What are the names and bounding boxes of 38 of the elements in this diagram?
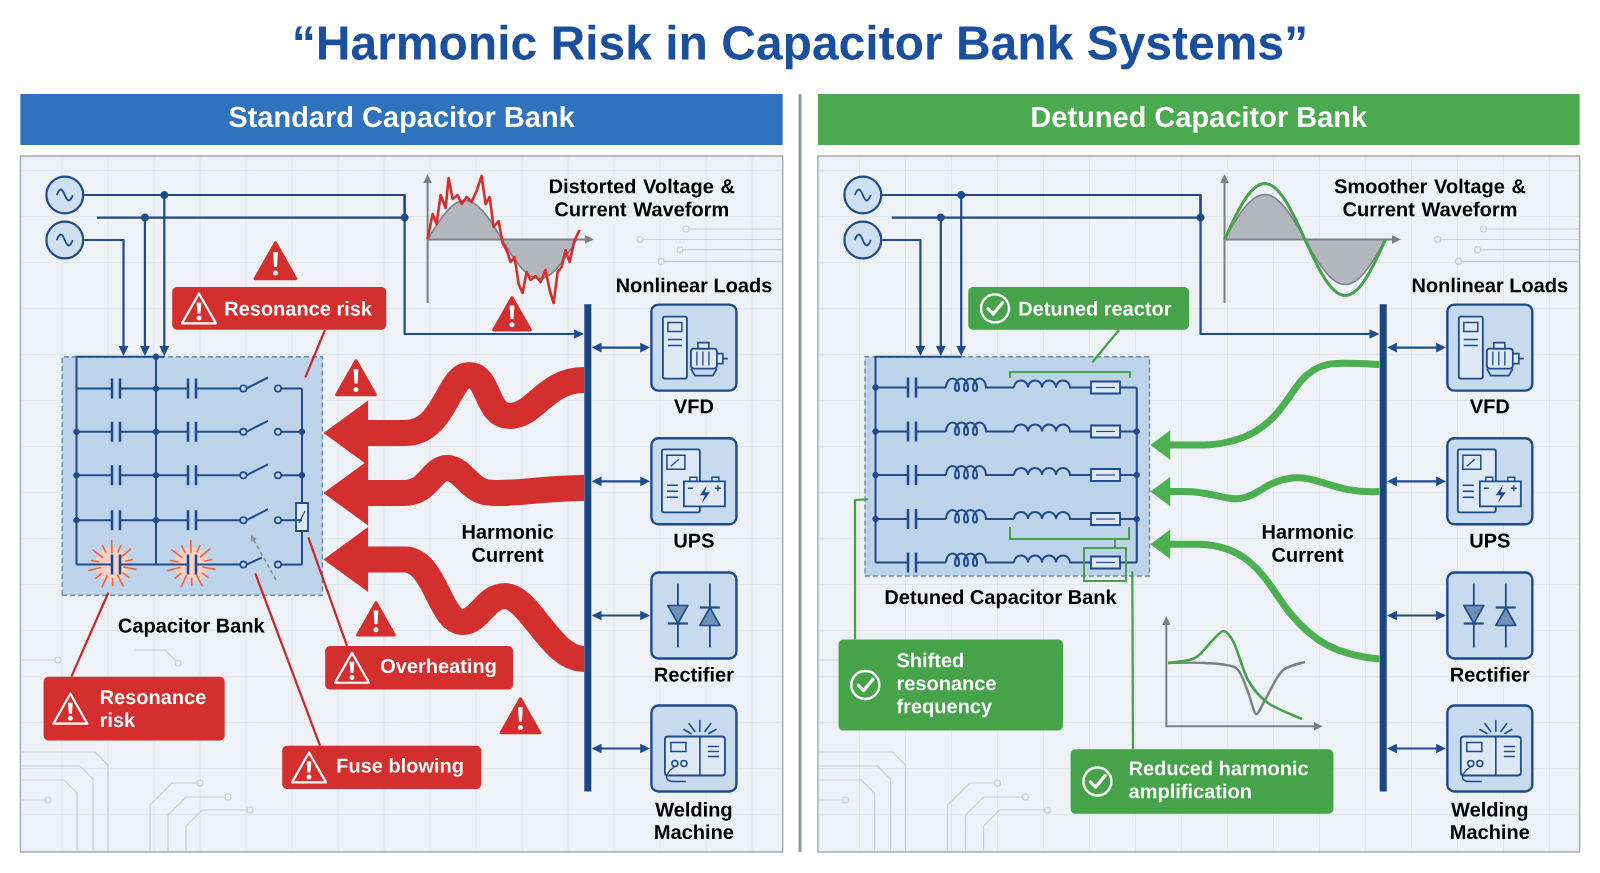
device-label: VFD — [674, 399, 714, 414]
callout-box: Resonance risk — [43, 676, 225, 741]
title: “Harmonic Risk in Capacitor Bank Systems” — [295, 24, 1305, 70]
callout-box: Shifted resonance frequency — [838, 639, 1063, 731]
device-label: VFD — [1469, 399, 1509, 414]
callout-box: Fuse blowing — [282, 745, 482, 790]
bank-label: Detuned Capacitor Bank — [885, 589, 1117, 609]
leader-line — [1091, 329, 1120, 363]
device-label: Rectifier — [655, 666, 734, 682]
device-label: UPS — [674, 533, 714, 548]
device-label: UPS — [1470, 533, 1510, 548]
ac-source-symbol — [45, 175, 85, 215]
ac-source-symbol — [843, 175, 883, 215]
section-label: Nonlinear Loads — [1412, 277, 1568, 293]
arrow-label: Harmonic Current — [462, 524, 554, 562]
bank-label: Capacitor Bank — [118, 618, 265, 637]
plot-caption: Distorted Voltage & Current Waveform — [550, 178, 735, 217]
leader-line — [70, 592, 110, 678]
busbar — [1379, 304, 1387, 792]
callout-box: Detuned reactor — [968, 287, 1189, 330]
header-band: Standard Capacitor Bank — [20, 93, 783, 145]
ac-source-symbol — [843, 220, 883, 260]
header-band: Detuned Capacitor Bank — [817, 93, 1580, 145]
leader-line — [304, 329, 327, 378]
callout-box: Resonance risk — [172, 287, 387, 330]
leader-line — [1131, 571, 1135, 750]
device-label: Rectifier — [1451, 666, 1530, 682]
device-label: Welding Machine — [655, 801, 734, 840]
busbar — [584, 304, 592, 792]
section-label: Nonlinear Loads — [617, 277, 772, 293]
leader-line — [307, 536, 349, 647]
device-label: Welding Machine — [1451, 801, 1530, 840]
callout-box: Reduced harmonic amplification — [1070, 749, 1334, 814]
arrow-label: Harmonic Current — [1262, 524, 1354, 562]
leader-line — [853, 498, 868, 640]
leader-line — [254, 572, 322, 746]
ac-source-symbol — [45, 220, 85, 260]
callout-box: Overheating — [325, 646, 513, 690]
